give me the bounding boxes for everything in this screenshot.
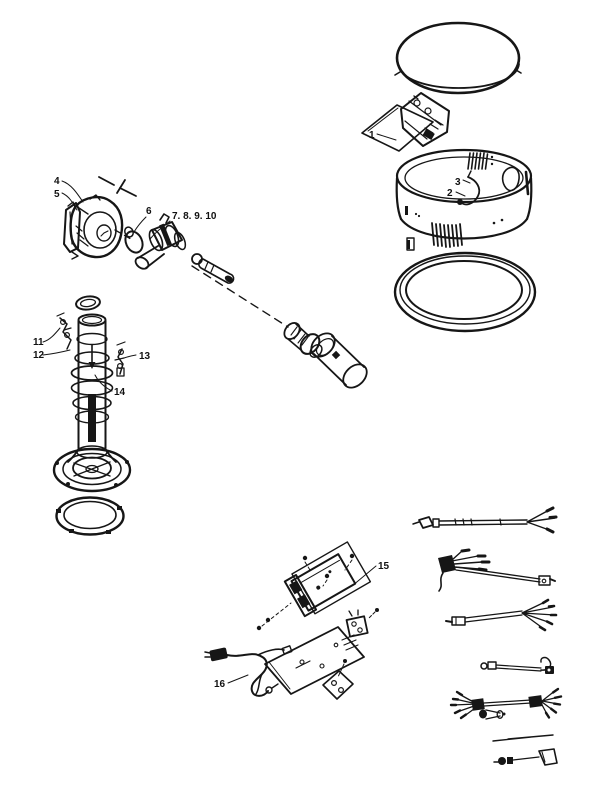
- cover-disc-part: [394, 21, 522, 95]
- tube-sleeve-part: [310, 332, 368, 389]
- callout-12: 12: [33, 349, 71, 361]
- callout-13: 13: [123, 351, 151, 362]
- valve-assembly-part: [134, 213, 187, 270]
- callout-label-14: 14: [114, 387, 126, 398]
- callout-4: 4: [54, 176, 84, 203]
- wire-lead-c-part: [445, 598, 558, 632]
- fitting-right-part: [114, 341, 126, 377]
- control-box-part: [256, 541, 372, 631]
- wire-lead-e-part: [449, 687, 563, 720]
- callout-5: 5: [54, 189, 78, 211]
- trim-ring-part: [393, 251, 537, 333]
- ring-band-part: [395, 148, 533, 251]
- column-tube-part: [70, 313, 114, 449]
- wire-lead-f-part: [492, 734, 554, 742]
- callout-label-12: 12: [33, 350, 45, 361]
- shaft-part: [191, 253, 235, 284]
- callout-label-15: 15: [378, 561, 390, 572]
- callout-7-8-9-10: 7. 8. 9. 10: [149, 211, 217, 240]
- wire-lead-d-part: [480, 656, 554, 674]
- wire-lead-a-part: [412, 506, 558, 534]
- callout-15: 15: [351, 561, 390, 587]
- callout-3: 3: [455, 177, 471, 188]
- clamp-part: [124, 226, 144, 254]
- threaded-plug-part: [283, 322, 323, 359]
- callout-14: 14: [94, 374, 126, 398]
- callout-1: 1: [369, 130, 397, 141]
- callout-16: 16: [214, 674, 249, 690]
- assembly-axis-marks: [98, 176, 289, 328]
- flange-base-part: [52, 445, 132, 493]
- callout-label-6: 6: [146, 206, 152, 217]
- fitting-left-part: [56, 312, 72, 350]
- mounting-plate-part: [264, 626, 365, 695]
- callout-label-1: 1: [369, 130, 375, 141]
- callout-label-11: 11: [33, 337, 44, 348]
- callout-2: 2: [447, 188, 466, 199]
- motor-mount-part: [361, 92, 450, 152]
- callout-label-16: 16: [214, 679, 226, 690]
- callout-label-3: 3: [455, 177, 461, 188]
- harness-plug-part: [204, 645, 293, 697]
- bracket-part: [322, 659, 354, 700]
- callout-label-5: 5: [54, 189, 60, 200]
- fan-housing-part: [63, 194, 124, 260]
- callout-label-2: 2: [447, 188, 453, 199]
- callout-6: 6: [133, 206, 152, 233]
- relay-part: [345, 608, 379, 638]
- callout-11: 11: [33, 327, 61, 348]
- wire-lead-g-part: [493, 748, 558, 766]
- callout-label-13: 13: [139, 351, 151, 362]
- callout-label-7-8-9-10: 7. 8. 9. 10: [172, 211, 217, 222]
- o-ring-part: [75, 295, 101, 311]
- callout-label-4: 4: [54, 176, 60, 187]
- power-cord-part: [457, 170, 481, 206]
- wire-lead-b-part: [438, 548, 556, 592]
- gasket-ring-part: [55, 496, 125, 536]
